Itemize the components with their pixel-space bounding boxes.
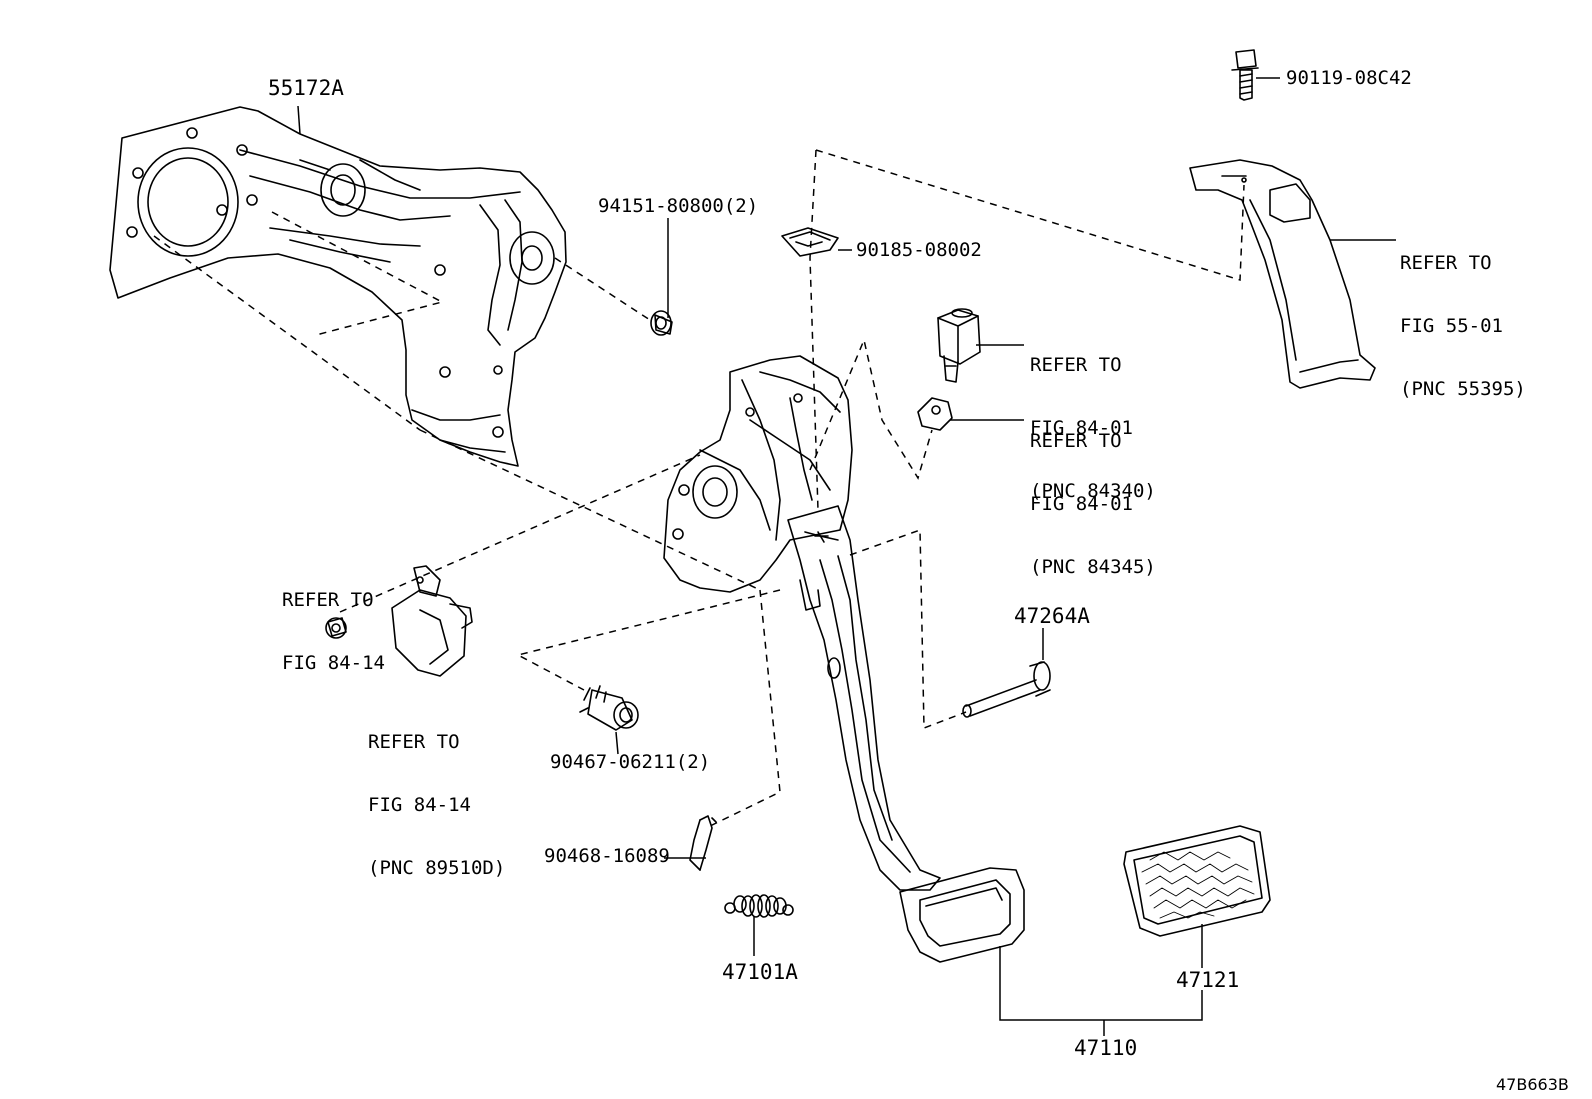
pedal-pad [1123, 825, 1271, 937]
reference-line: FIG 84-14 [282, 652, 385, 674]
reference-line: REFER TO [1030, 354, 1122, 376]
pedal-bracket [109, 106, 567, 467]
pedal-support [663, 355, 853, 593]
clutch-pedal-arm [787, 505, 941, 891]
reference-pnc-84345: REFER TO FIG 84-01 (PNC 84345) [1030, 389, 1156, 599]
label-90185-08002: 90185-08002 [856, 239, 982, 261]
return-spring [724, 894, 794, 918]
reference-line: REFER TO [368, 731, 460, 753]
reference-line: FIG 84-01 [1030, 493, 1133, 515]
pedal-pad-plate [899, 867, 1025, 963]
stop-lamp-switch [937, 308, 981, 383]
drawing-code: 47B663B [1496, 1075, 1569, 1094]
reference-line: (PNC 84345) [1030, 556, 1156, 578]
reference-line: REFER TO [282, 589, 374, 611]
label-47121: 47121 [1176, 968, 1240, 992]
label-94151-80800: 94151-80800(2) [598, 195, 759, 217]
reference-pnc-84340: REFER TO FIG 84-01 (PNC 84340) [1030, 313, 1156, 523]
clip-pin [689, 815, 717, 871]
reference-pnc-55395: REFER TO FIG 55-01 (PNC 55395) [1400, 211, 1526, 421]
label-47101a: 47101A [722, 960, 798, 984]
label-90119-08c42: 90119-08C42 [1286, 67, 1412, 89]
sensor-nut [325, 617, 347, 639]
label-55172a: 55172A [268, 76, 344, 100]
reference-line: (PNC 84340) [1030, 480, 1156, 502]
pin-bolt [962, 661, 1051, 718]
flange-nut [650, 310, 673, 336]
label-90467-06211: 90467-06211(2) [550, 751, 711, 773]
label-90468-16089: 90468-16089 [544, 845, 670, 867]
switch-clip [917, 397, 953, 431]
leader-lines [297, 77, 1396, 1036]
reference-fig-84-14-nut: REFER TO FIG 84-14 [282, 548, 385, 695]
reference-line: FIG 84-14 [368, 794, 471, 816]
reference-line: REFER TO [1030, 430, 1122, 452]
pedal-sensor [391, 565, 473, 677]
assembly-lines [153, 149, 1245, 829]
clip-nut [781, 227, 839, 257]
bushing [579, 685, 639, 731]
label-47110: 47110 [1074, 1036, 1138, 1060]
reference-pnc-89510d: REFER TO FIG 84-14 (PNC 89510D) [368, 690, 505, 900]
bolt [1231, 49, 1259, 101]
reference-line: FIG 55-01 [1400, 315, 1503, 337]
reference-line: REFER TO [1400, 252, 1492, 274]
reference-line: (PNC 55395) [1400, 378, 1526, 400]
reference-line: (PNC 89510D) [368, 857, 506, 879]
pedal-cover [1189, 159, 1376, 389]
reference-line: FIG 84-01 [1030, 417, 1133, 439]
label-47264a: 47264A [1014, 604, 1090, 628]
